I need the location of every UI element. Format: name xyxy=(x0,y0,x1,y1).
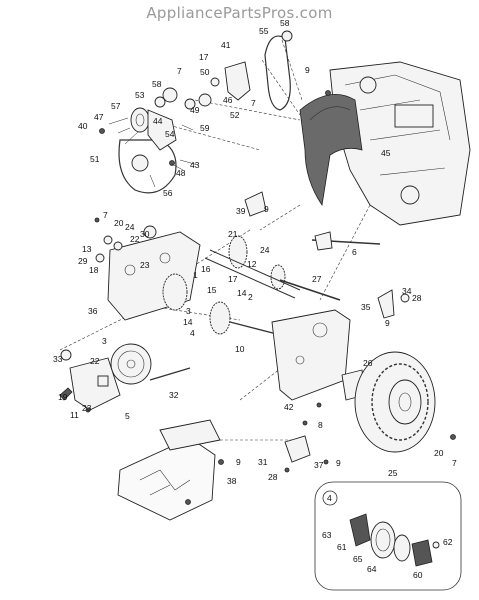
label-19: 19 xyxy=(58,392,68,402)
label-35: 35 xyxy=(361,302,371,312)
label-7-a: 7 xyxy=(177,66,182,76)
inset-detail xyxy=(314,481,462,591)
label-39: 39 xyxy=(236,206,246,216)
label-13: 13 xyxy=(82,244,92,254)
label-62: 62 xyxy=(443,537,453,547)
label-9-b: 9 xyxy=(264,204,269,214)
label-37: 37 xyxy=(314,460,324,470)
label-9-c: 9 xyxy=(385,318,390,328)
label-31: 31 xyxy=(258,457,268,467)
label-63: 63 xyxy=(322,530,332,540)
inset-label-4: 4 xyxy=(327,493,332,503)
label-28-a: 28 xyxy=(412,293,422,303)
label-14-b: 14 xyxy=(183,317,193,327)
label-6: 6 xyxy=(352,247,357,257)
label-23-b: 23 xyxy=(82,403,92,413)
label-59: 59 xyxy=(200,123,210,133)
label-28-b: 28 xyxy=(268,472,278,482)
label-53: 53 xyxy=(135,90,145,100)
label-24-b: 24 xyxy=(260,245,270,255)
label-14-a: 14 xyxy=(237,288,247,298)
label-7-d: 7 xyxy=(452,458,457,468)
label-20-a: 20 xyxy=(114,218,124,228)
label-2: 2 xyxy=(248,292,253,302)
label-46: 46 xyxy=(223,95,233,105)
label-5: 5 xyxy=(125,411,130,421)
label-51: 51 xyxy=(90,154,100,164)
label-40: 40 xyxy=(78,121,88,131)
label-47: 47 xyxy=(94,112,104,122)
label-57: 57 xyxy=(111,101,121,111)
label-18: 18 xyxy=(89,265,99,275)
label-9-a: 9 xyxy=(305,65,310,75)
label-44: 44 xyxy=(153,116,163,126)
label-64: 64 xyxy=(367,564,377,574)
engine-block xyxy=(329,61,471,226)
label-42: 42 xyxy=(284,402,294,412)
label-22-b: 22 xyxy=(90,356,100,366)
label-25: 25 xyxy=(388,468,398,478)
label-21: 21 xyxy=(228,229,238,239)
fasteners xyxy=(59,90,456,505)
label-3-b: 3 xyxy=(102,336,107,346)
label-41: 41 xyxy=(221,40,231,50)
label-33: 33 xyxy=(53,354,63,364)
tire-assembly xyxy=(354,351,436,453)
label-17-b: 17 xyxy=(228,274,238,284)
label-3-a: 3 xyxy=(186,306,191,316)
label-26: 26 xyxy=(363,358,373,368)
label-56: 56 xyxy=(163,188,173,198)
label-50: 50 xyxy=(200,67,210,77)
label-20-b: 20 xyxy=(434,448,444,458)
label-30: 30 xyxy=(140,229,150,239)
label-45: 45 xyxy=(381,148,391,158)
right-frame xyxy=(271,309,351,401)
watermark: AppliancePartsPros.com xyxy=(146,4,333,22)
label-22-a: 22 xyxy=(130,234,140,244)
label-55: 55 xyxy=(259,26,269,36)
label-36: 36 xyxy=(88,306,98,316)
label-9-e: 9 xyxy=(236,457,241,467)
label-32: 32 xyxy=(169,390,179,400)
label-61: 61 xyxy=(337,542,347,552)
label-27: 27 xyxy=(312,274,322,284)
label-38: 38 xyxy=(227,476,237,486)
label-10: 10 xyxy=(235,344,245,354)
label-9-d: 9 xyxy=(336,458,341,468)
label-12: 12 xyxy=(247,259,257,269)
label-58-b: 58 xyxy=(152,79,162,89)
label-60: 60 xyxy=(413,570,423,580)
label-1: 1 xyxy=(193,270,198,280)
label-48: 48 xyxy=(176,168,186,178)
label-24-a: 24 xyxy=(125,222,135,232)
label-34: 34 xyxy=(402,286,412,296)
label-54: 54 xyxy=(165,129,175,139)
label-8: 8 xyxy=(318,420,323,430)
label-58-a: 58 xyxy=(280,18,290,28)
label-49-a: 49 xyxy=(190,105,200,115)
part-labels: 58 55 17 41 50 7 58 53 9 57 47 40 46 7 5… xyxy=(53,18,457,580)
left-frame xyxy=(95,225,201,321)
label-4: 4 xyxy=(190,328,195,338)
label-17-a: 17 xyxy=(199,52,209,62)
label-29: 29 xyxy=(78,256,88,266)
label-16: 16 xyxy=(201,264,211,274)
label-52: 52 xyxy=(230,110,240,120)
base-plate xyxy=(117,419,221,521)
label-43: 43 xyxy=(190,160,200,170)
label-15: 15 xyxy=(207,285,217,295)
label-65: 65 xyxy=(353,554,363,564)
label-7-c: 7 xyxy=(103,210,108,220)
label-7-b: 7 xyxy=(251,98,256,108)
label-11: 11 xyxy=(70,410,79,420)
label-23-a: 23 xyxy=(140,260,150,270)
